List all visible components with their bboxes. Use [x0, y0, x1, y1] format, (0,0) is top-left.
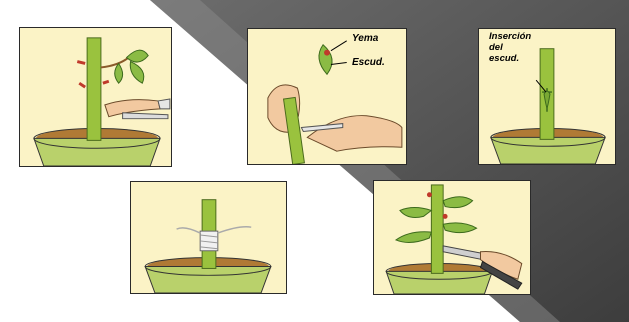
panel-step-5-prune-rootstock	[373, 180, 531, 295]
label-shield: Escud.	[352, 57, 385, 68]
label-bud: Yema	[352, 33, 378, 44]
label-insertion-line-1: Inserción	[489, 32, 531, 43]
label-insertion-line-3: escud.	[489, 54, 519, 65]
hands-cutting-bud-illustration	[248, 29, 406, 164]
label-insertion-line-2: del	[489, 43, 503, 54]
panel-step-4-tie-graft	[130, 181, 287, 294]
panel-step-3-insert-shield: Inserción del escud.	[478, 28, 616, 165]
pruning-with-shears-illustration	[374, 181, 530, 294]
panel-step-2-cut-bud-shield: Yema Escud.	[247, 28, 407, 165]
stem-with-leaves-illustration	[20, 28, 171, 166]
tied-graft-illustration	[131, 182, 286, 293]
panel-step-1-remove-shoots	[19, 27, 172, 167]
